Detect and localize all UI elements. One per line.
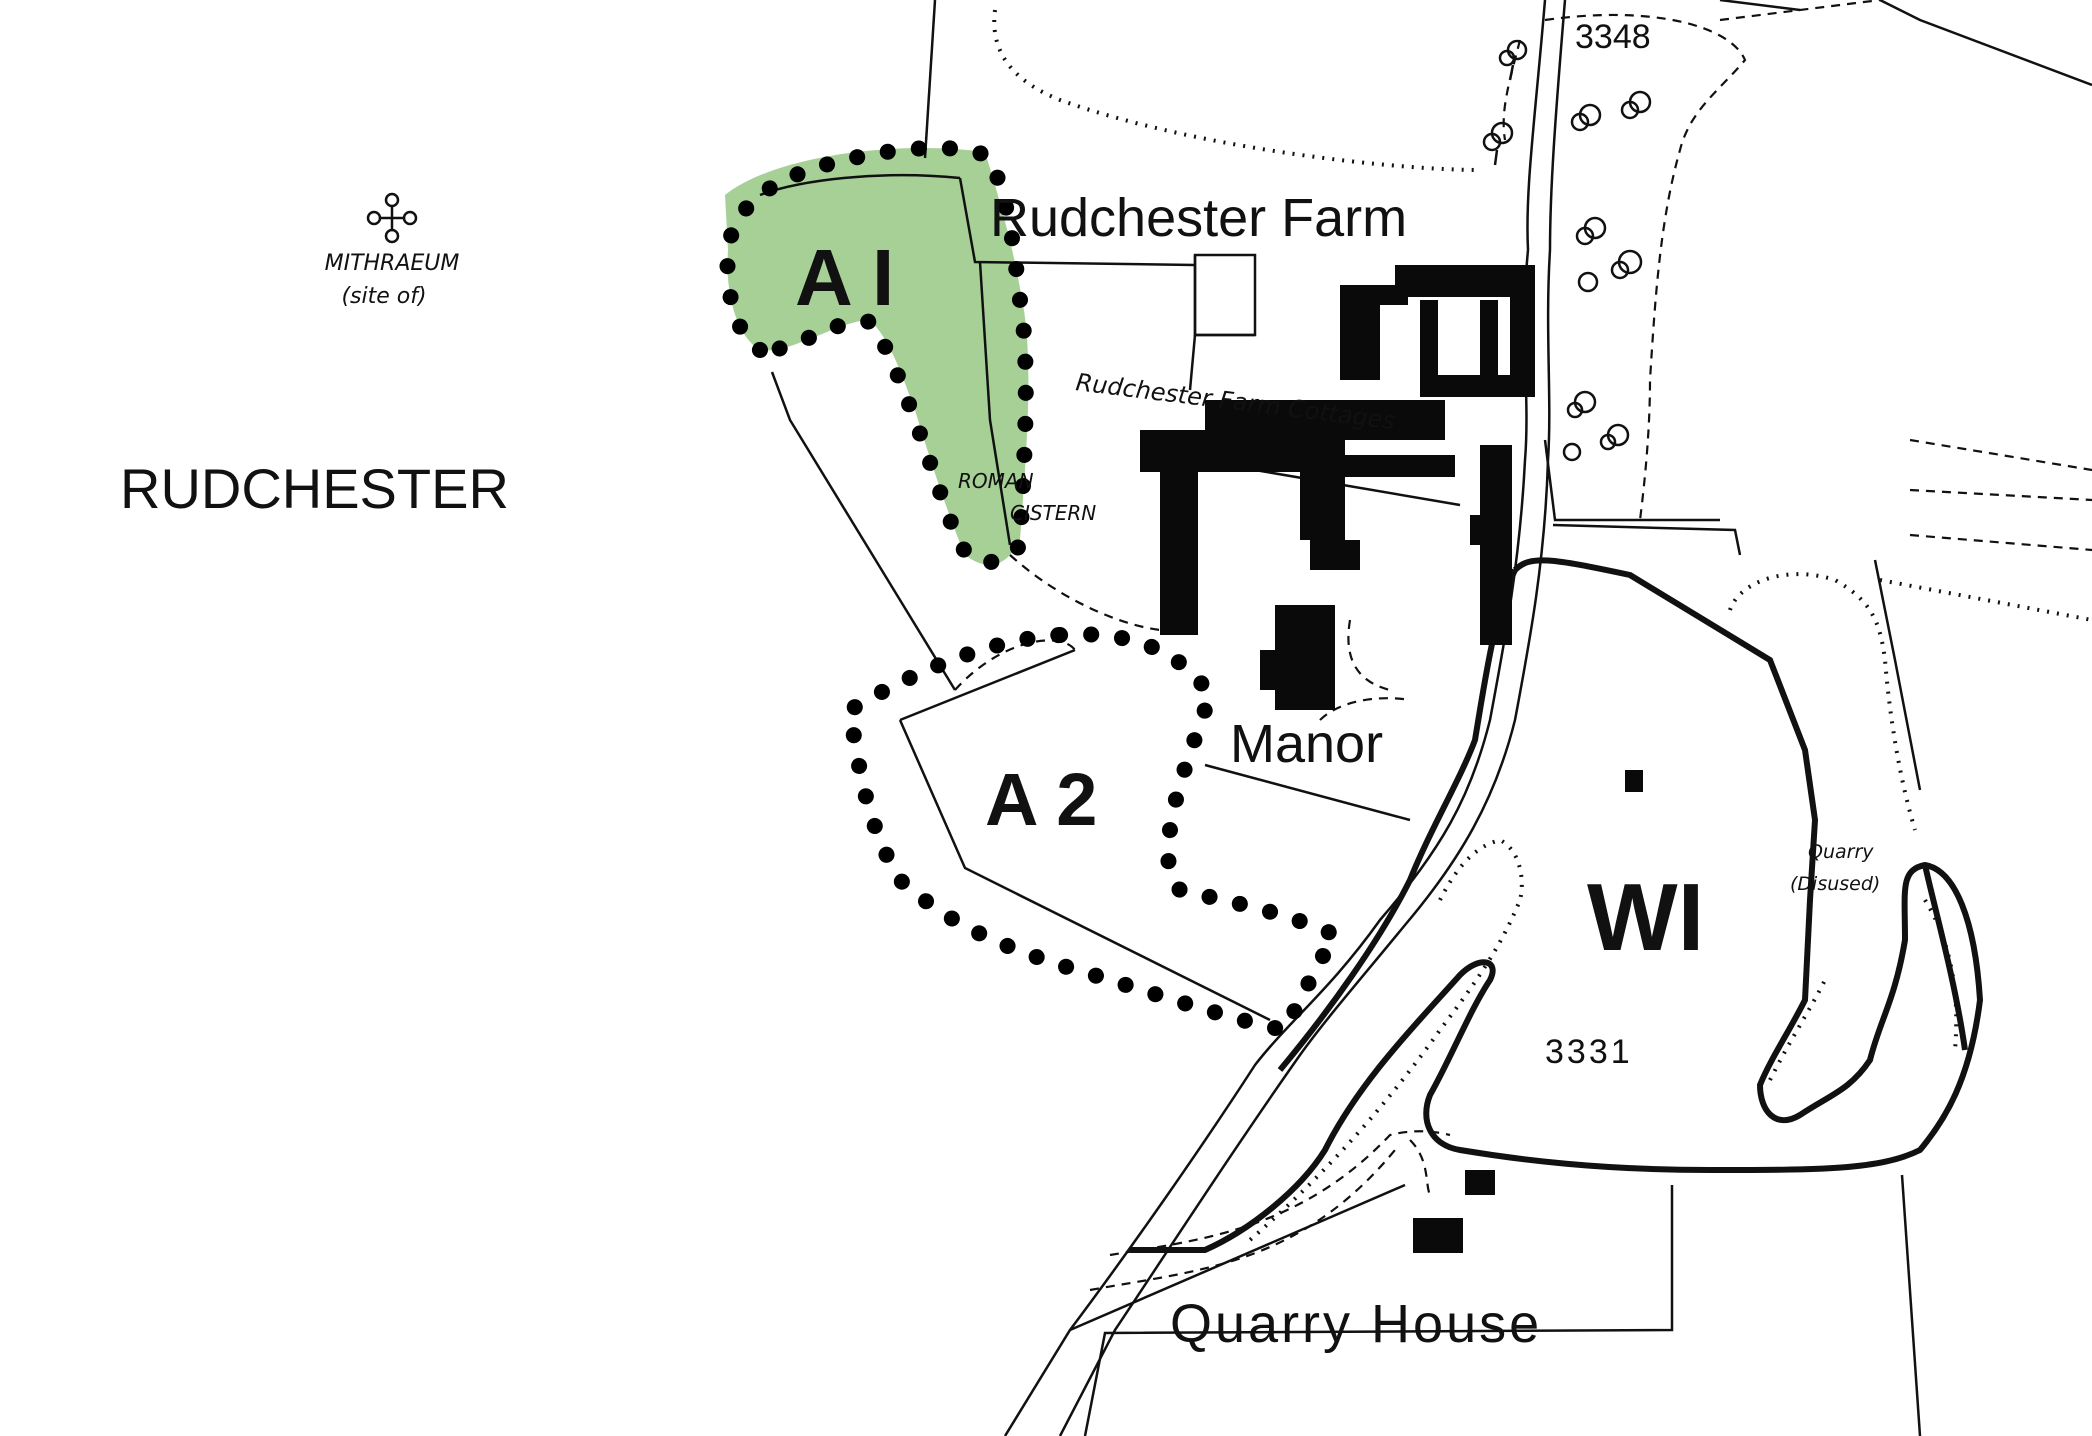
tree-icon [1482,121,1514,166]
area-a2-label: A 2 [985,758,1097,841]
rudchester-farm-label: Rudchester Farm [990,188,1407,248]
tree-icon [1570,103,1602,132]
quarry-disused-label: (Disused) [1790,873,1880,895]
rudchester-label: RUDCHESTER [120,457,509,520]
tree-icon [1575,216,1607,246]
tree-icon [1599,423,1630,451]
area-a1-boundary [719,140,1034,570]
footpaths [954,0,2092,1292]
tree-icon [1562,442,1582,462]
farm-buildings [1140,253,1643,1253]
parcel-3331-label: 3331 [1545,1033,1633,1071]
quarry-label: Quarry [1808,841,1874,863]
cistern-label: CISTERN [1010,501,1096,525]
tree-icon [1620,90,1652,120]
mithraeum-site-label: (site of) [341,284,426,309]
area-w1-label: WI [1587,864,1704,971]
tree-icon [1610,249,1643,280]
earthwork-hachures [992,9,2092,1242]
mithraeum-label: MITHRAEUM [325,251,460,276]
quarry-house-label: Quarry House [1170,1294,1542,1354]
tree-icon [1566,390,1597,419]
tree-icon [1577,271,1599,293]
area-a1-highlight[interactable] [725,147,1029,565]
antiquity-cross-icon [366,192,418,244]
quarry-outline [1130,557,1984,1253]
parcel-3348-label: 3348 [1575,18,1651,56]
manor-label: Manor [1230,714,1383,774]
area-a1-label: A I [795,233,894,322]
roman-cistern-label: ROMAN [958,469,1034,493]
area-a2-boundary [841,626,1347,1039]
tree-icon [1498,39,1528,81]
road [1003,0,1567,1436]
tree-icons [1482,39,1652,462]
